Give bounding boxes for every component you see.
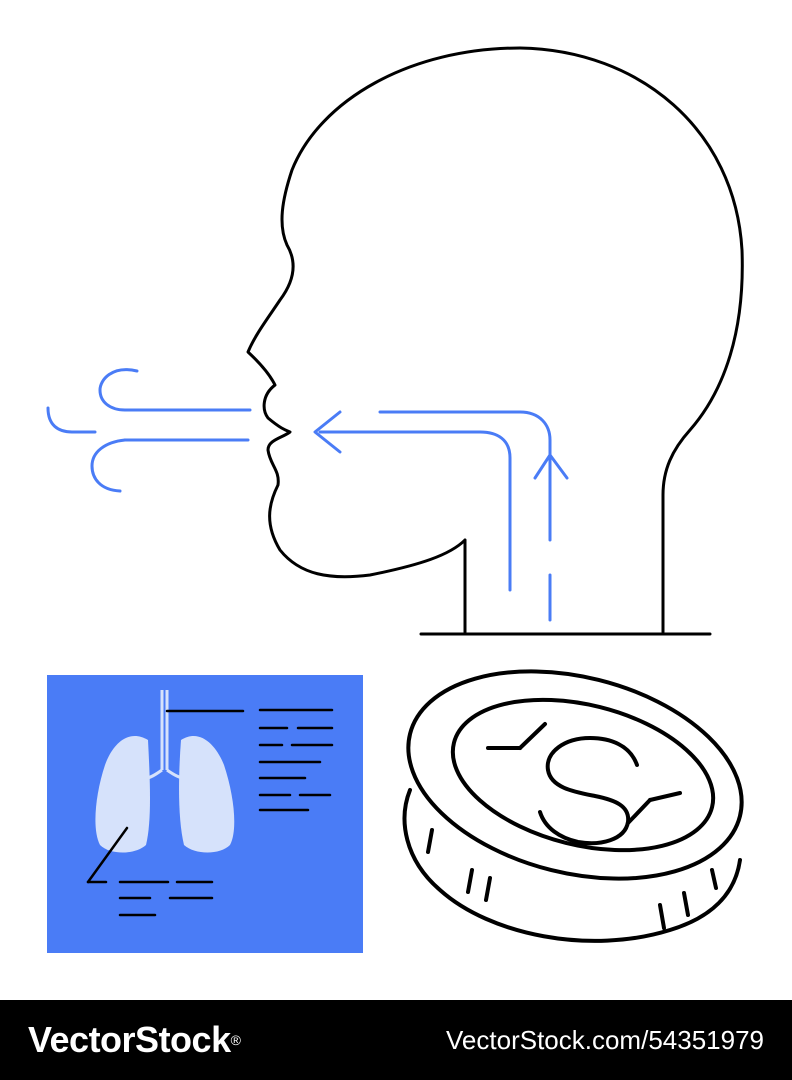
airflow-arrows-icon — [313, 410, 569, 622]
brand-name: VectorStock — [28, 1019, 231, 1060]
dollar-coin-icon — [402, 669, 744, 943]
illustration — [46, 46, 744, 953]
footer-stock-id: VectorStock.com/54351979 — [446, 1025, 764, 1055]
brand-mark: ® — [230, 1032, 241, 1048]
footer-bar: VectorStock® VectorStock.com/54351979 — [0, 1000, 792, 1080]
lungs-xray-panel-icon — [47, 675, 363, 953]
head-profile-icon — [246, 46, 744, 636]
exhale-wind-icon — [46, 368, 252, 493]
footer-brand: VectorStock® — [28, 1014, 241, 1066]
